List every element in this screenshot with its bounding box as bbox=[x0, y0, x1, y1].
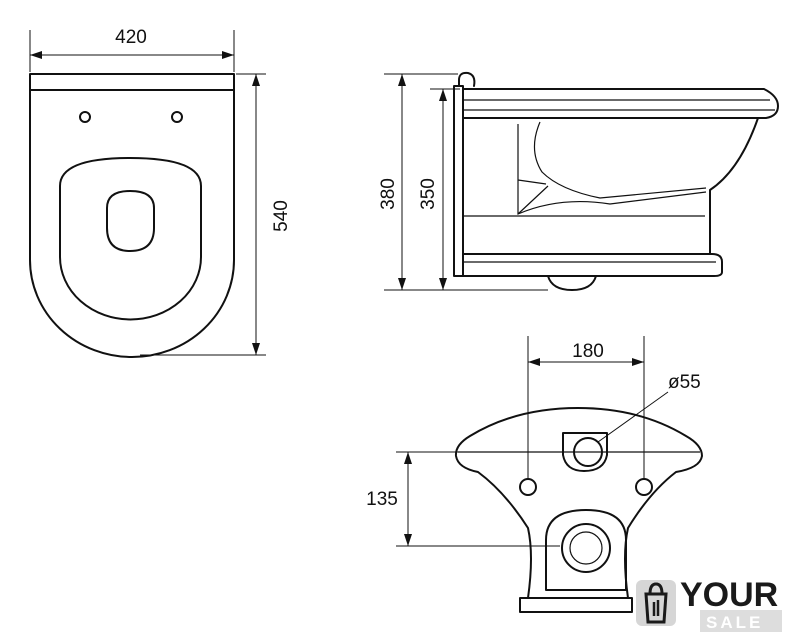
inlet-opening bbox=[562, 432, 608, 472]
diameter-leader bbox=[597, 391, 669, 443]
hinge-cap bbox=[458, 71, 476, 87]
rear-view: 180 ø55 135 bbox=[366, 336, 703, 613]
seat-top bbox=[462, 88, 779, 119]
logo-subword: SALE bbox=[706, 613, 763, 632]
trapway bbox=[517, 124, 707, 215]
dim-label-420: 420 bbox=[115, 27, 147, 48]
yoursale-logo: YOUR SALE bbox=[636, 576, 782, 632]
shopping-bag-icon bbox=[644, 582, 668, 624]
bowl-opening-outline bbox=[59, 157, 202, 321]
outlet-pipe-inner bbox=[569, 531, 603, 565]
logo-wordmark: YOUR bbox=[680, 576, 778, 614]
outlet-pipe-outer bbox=[561, 523, 611, 573]
seat-hinge-hole-right bbox=[171, 111, 183, 123]
bowl-body bbox=[462, 117, 759, 255]
rear-base bbox=[519, 597, 633, 613]
bolt-hole-left bbox=[519, 478, 537, 496]
rear-view-outline bbox=[454, 407, 703, 599]
dim-label-540: 540 bbox=[271, 200, 292, 232]
bowl-inner-curve bbox=[533, 121, 707, 199]
dim-label-diameter: ø55 bbox=[668, 372, 701, 393]
wall-flange bbox=[453, 85, 464, 277]
dim-label-180: 180 bbox=[572, 341, 604, 362]
dim-label-380: 380 bbox=[378, 178, 399, 210]
dim-label-135: 135 bbox=[366, 489, 398, 510]
inlet-pipe bbox=[573, 437, 603, 467]
bowl-drain-outline bbox=[106, 190, 155, 252]
seat-hinge-hole-left bbox=[79, 111, 91, 123]
top-view-outline bbox=[29, 73, 235, 358]
outlet-pipe bbox=[547, 275, 597, 291]
dim-label-350: 350 bbox=[418, 178, 439, 210]
base-plinth bbox=[462, 253, 723, 277]
outlet-frame bbox=[545, 509, 627, 591]
top-view: 420 540 bbox=[29, 27, 292, 358]
bolt-hole-right bbox=[635, 478, 653, 496]
side-view: 380 350 bbox=[378, 71, 779, 291]
